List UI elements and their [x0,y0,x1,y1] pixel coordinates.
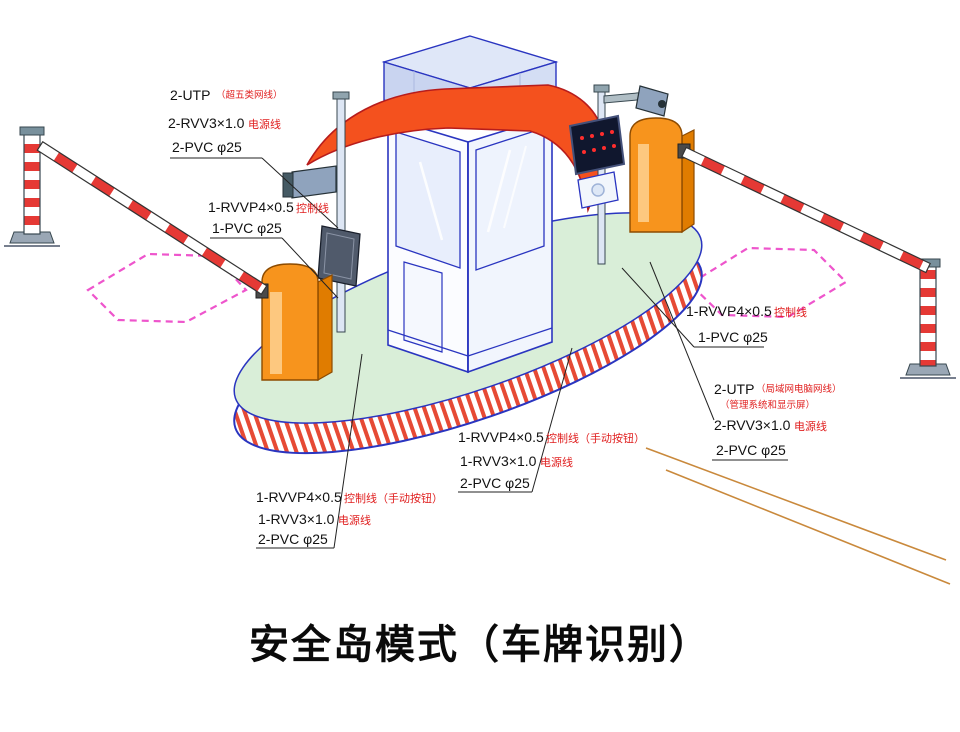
led-dot [590,134,594,138]
annotation-line: 1-RVVP4×0.5 [208,199,294,215]
annotation-line: 1-PVC φ25 [698,329,768,345]
annotation-note: 控制线 [296,201,329,215]
annotation-line: 2-PVC φ25 [716,442,786,458]
window-glare [503,145,527,229]
booth-skirt-right [467,327,553,357]
leader-left-bottom [333,353,363,549]
annotation-note: 电源线 [248,117,281,131]
annotation-note: （局域网电脑网线） [756,383,842,395]
box-body [317,225,361,287]
leader-left-mid [281,237,339,299]
annotation-note: 控制线 [774,305,807,319]
pole [336,97,346,333]
booth-window-right [475,127,545,271]
booth-skirt-left [387,329,469,357]
annotation-left-mid: 1-RVVP4×0.5 控制线 1-PVC φ25 [208,199,329,236]
camera-pole-left [282,91,361,333]
annotation-line: 2-PVC φ25 [460,475,530,491]
annotation-note: 电源线 [338,513,371,527]
pole-cap [332,91,350,100]
lpr-camera-left [282,165,337,199]
leader-top-left [261,157,339,229]
leader-bottom-right [649,261,715,421]
annotation-bottom-right: 2-UTP （局域网电脑网线） （管理系统和显示屏） 2-RVV3×1.0 电源… [714,381,842,458]
annotation-line: 1-PVC φ25 [212,220,282,236]
annotation-line: 1-RVV3×1.0 [460,453,537,469]
detector-loop-left [86,252,248,324]
camera-lens [658,100,666,108]
annotation-line: 2-UTP [170,87,210,103]
camera-pole-right [568,84,669,265]
led-dot [580,136,584,140]
annotation-line: 2-RVV3×1.0 [168,115,245,131]
lpr-camera-right [635,85,669,117]
annotation-line: 2-UTP [714,381,754,397]
fill-light [577,171,619,209]
annotation-line: 1-RVV3×1.0 [258,511,335,527]
annotation-line: 1-RVVP4×0.5 [458,429,544,445]
post-body [919,265,937,367]
leader-center-bottom [531,347,573,493]
cabinet-front [629,117,683,233]
leader-right-mid [621,267,695,348]
booth-window-left [395,131,461,269]
barrier-arm-left [36,140,268,296]
led-dot [610,130,614,134]
led-screen [568,114,626,176]
annotation-note: 电源线 [794,419,827,433]
barrier-cabinet-right [629,117,695,234]
control-box-left-pole [317,225,361,287]
page-title: 安全岛模式（车牌识别） [249,622,711,667]
led-dot [582,150,586,154]
arm-support-post-right [900,258,956,379]
cabinet-panel-stripe [270,292,282,374]
led-dot [612,144,616,148]
annotation-note: 控制线（手动按钮） [546,431,645,445]
annotation-top-left: 2-UTP （超五类网线） 2-RVV3×1.0 电源线 2-PVC φ25 [168,87,283,155]
annotation-line: 2-PVC φ25 [258,531,328,547]
annotation-line: 2-PVC φ25 [172,139,242,155]
annotation-note: 电源线 [540,455,573,469]
led-dot [600,132,604,136]
light-lens [591,183,605,197]
guard-booth [306,35,605,374]
booth-door [403,261,443,353]
road-edge-line [665,469,951,585]
annotation-note: （超五类网线） [216,89,283,101]
barrier-cabinet-left [255,263,333,382]
camera-lens [282,172,294,198]
annotation-line: 1-RVVP4×0.5 [686,303,772,319]
annotation-right-mid: 1-RVVP4×0.5 控制线 1-PVC φ25 [686,303,807,345]
led-dot [592,148,596,152]
post-cap [19,126,45,136]
road-edge-line [645,447,947,561]
cabinet-side [317,274,333,382]
window-glare [486,149,512,233]
leader-lines [170,157,788,549]
led-dot [602,146,606,150]
annotation-left-bottom: 1-RVVP4×0.5 控制线（手动按钮） 1-RVV3×1.0 电源线 2-P… [256,489,443,547]
annotation-center-bottom: 1-RVVP4×0.5 控制线（手动按钮） 1-RVV3×1.0 电源线 2-P… [458,429,645,491]
annotation-line: 2-RVV3×1.0 [714,417,791,433]
led-display [568,114,626,176]
pole-cap [593,84,610,93]
window-glare [418,161,444,241]
camera-body [291,165,337,199]
barrier-arm-right [681,146,932,274]
annotation-line: 1-RVVP4×0.5 [256,489,342,505]
box-panel [323,232,355,280]
cabinet-panel-stripe [638,144,649,222]
annotation-note: （管理系统和显示屏） [720,399,815,411]
detector-loop-right [688,246,848,319]
arm-support-post-left [4,126,60,247]
camera-body [635,85,669,117]
annotation-note: 控制线（手动按钮） [344,491,443,505]
